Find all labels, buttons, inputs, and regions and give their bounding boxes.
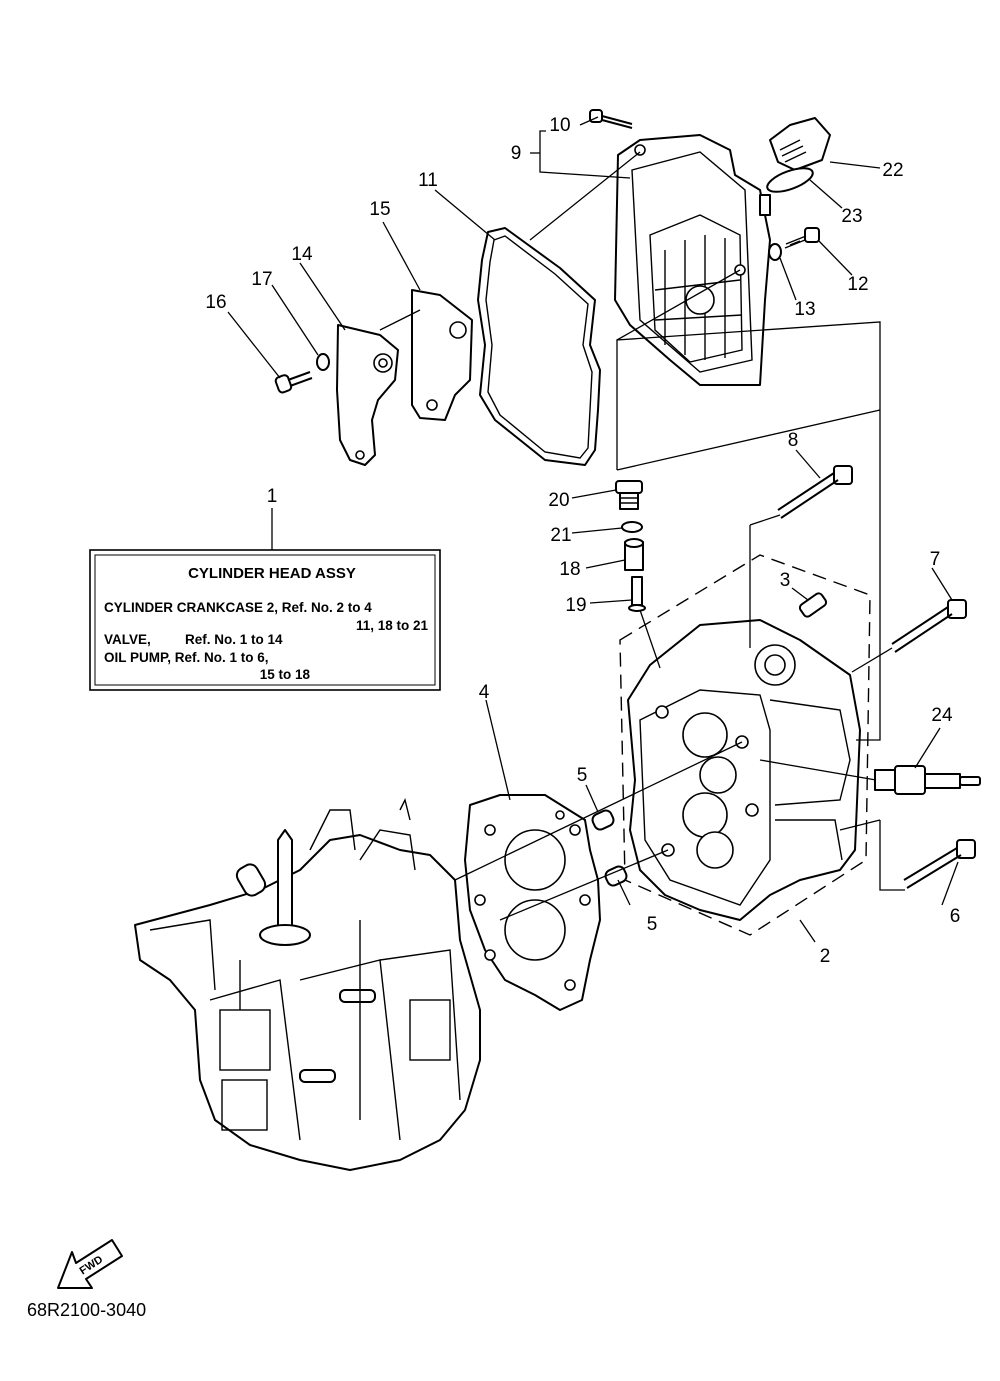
- callout-14: 14: [291, 244, 313, 265]
- o-ring-21: [621, 521, 643, 533]
- callout-23: 23: [841, 206, 862, 227]
- bolt-12: [784, 227, 820, 249]
- callout-18: 18: [559, 559, 580, 580]
- o-ring-23: [766, 167, 814, 193]
- callout-24: 24: [931, 705, 953, 726]
- callout-15: 15: [369, 199, 390, 220]
- callout-13: 13: [794, 299, 815, 320]
- bolt-6: [903, 839, 976, 889]
- box-line-5: 15 to 18: [260, 667, 311, 682]
- callout-3: 3: [780, 570, 791, 591]
- sleeve-18: [624, 538, 644, 571]
- bolt-8: [777, 465, 853, 519]
- callout-9: 9: [511, 143, 522, 164]
- gasket-11: [477, 227, 601, 466]
- callout-11: 11: [418, 170, 438, 191]
- head-gasket-4: [464, 794, 601, 1011]
- washer-13: [768, 243, 782, 261]
- callout-8: 8: [788, 430, 799, 451]
- callout-6: 6: [950, 906, 961, 927]
- box-line-4: OIL PUMP, Ref. No. 1 to 6,: [104, 650, 269, 665]
- plate-14: [336, 324, 399, 466]
- callout-7: 7: [930, 549, 941, 570]
- callout-10: 10: [549, 115, 570, 136]
- callout-21: 21: [550, 525, 571, 546]
- bolt-7: [891, 599, 967, 653]
- callout-labels: 1 2 3 4 5 5 6 7 8 9 10 11 12 13 14 15 16…: [205, 115, 960, 967]
- screw-16: [274, 371, 313, 394]
- plug-20: [615, 480, 643, 510]
- bolt-10: [589, 109, 633, 129]
- crankcase-block: [134, 797, 481, 1171]
- box-line-3-ref: Ref. No. 1 to 14: [185, 632, 283, 647]
- callout-17: 17: [251, 269, 272, 290]
- callout-22: 22: [882, 160, 903, 181]
- dowel-3: [798, 592, 828, 618]
- diagram-code: 68R2100-3040: [27, 1300, 146, 1320]
- callout-2: 2: [820, 946, 831, 967]
- box-line-3-label: VALVE,: [104, 632, 151, 647]
- spark-plug-24: [874, 765, 981, 795]
- collar-5-upper: [591, 809, 615, 831]
- leader-lines: [227, 116, 959, 943]
- plate-15: [411, 289, 473, 421]
- cylinder-head-cover: [614, 134, 771, 386]
- callout-4: 4: [479, 682, 490, 703]
- box-title: CYLINDER HEAD ASSY: [188, 565, 356, 582]
- cylinder-head: [627, 619, 861, 921]
- callout-12: 12: [847, 274, 868, 295]
- fwd-arrow-icon: FWD: [57, 1239, 123, 1289]
- box-line-1: CYLINDER CRANKCASE 2, Ref. No. 2 to 4: [104, 600, 372, 615]
- cylinder-head-assy-box: CYLINDER HEAD ASSY CYLINDER CRANKCASE 2,…: [89, 549, 441, 691]
- callout-20: 20: [548, 490, 569, 511]
- pin-19: [628, 576, 646, 612]
- callout-5-lower: 5: [647, 914, 658, 935]
- callout-16: 16: [205, 292, 226, 313]
- callout-5-upper: 5: [577, 765, 588, 786]
- callout-1: 1: [267, 486, 278, 507]
- box-line-2: 11, 18 to 21: [356, 618, 429, 633]
- oil-filler-cap: [769, 117, 831, 171]
- washer-17: [316, 353, 330, 371]
- callout-19: 19: [565, 595, 586, 616]
